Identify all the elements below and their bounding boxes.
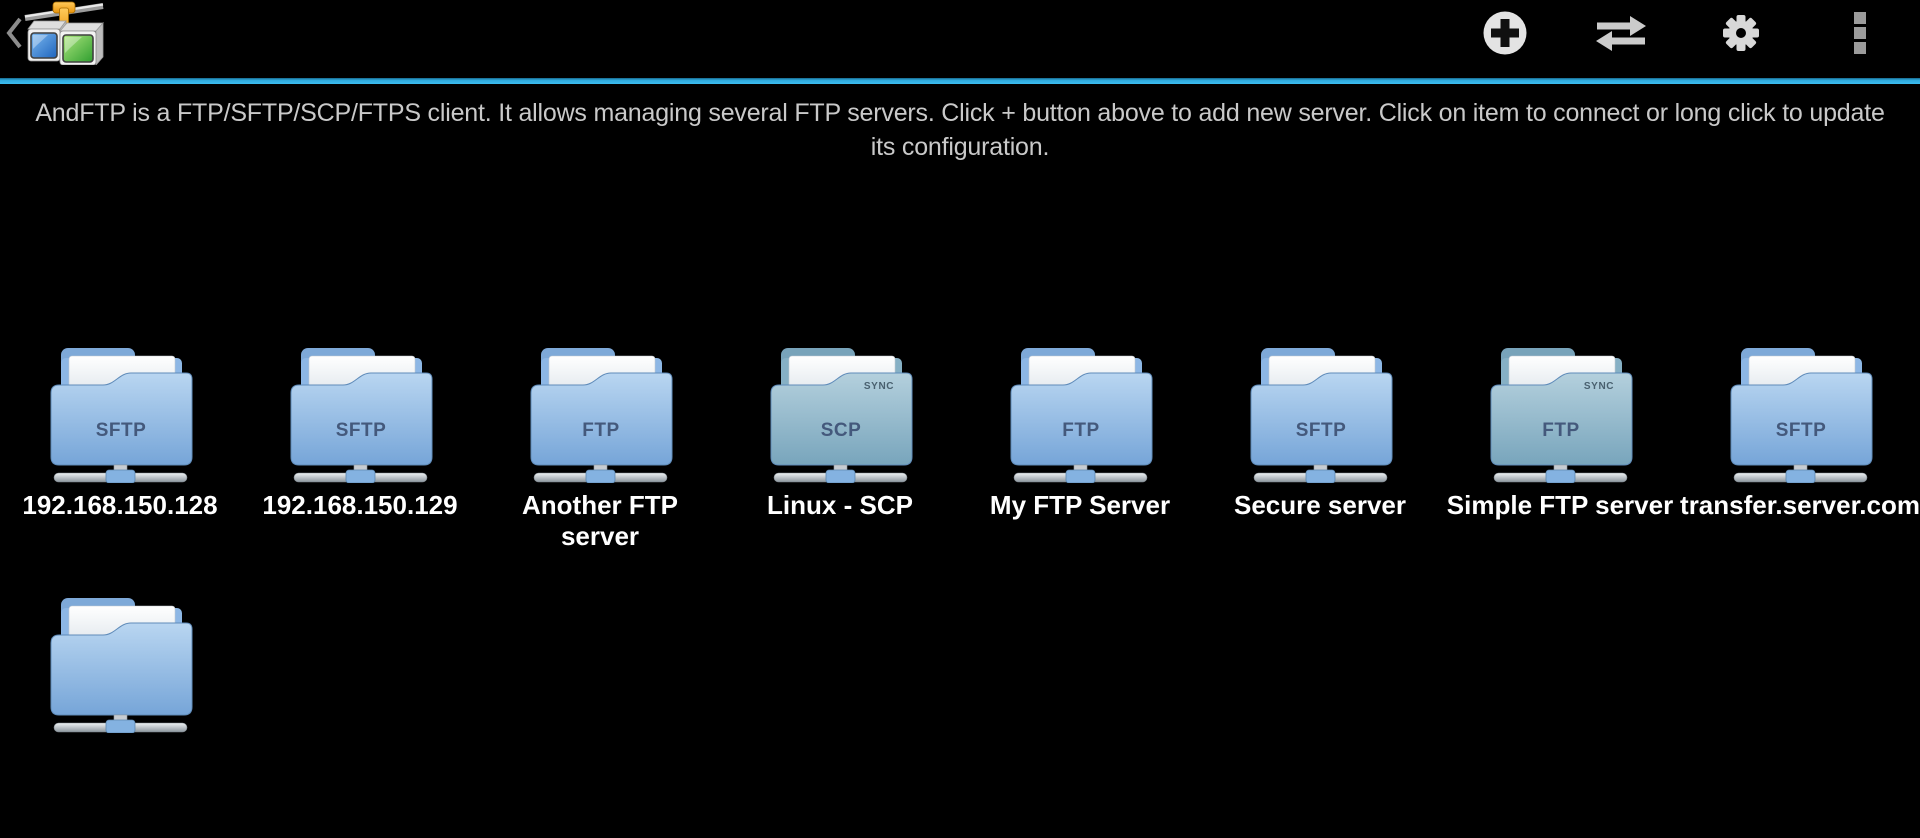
protocol-label: FTP [1542,420,1579,441]
server-folder-icon: SFTP [1250,348,1393,483]
settings-button[interactable] [1708,0,1774,66]
protocol-label: FTP [582,420,619,441]
server-label: 192.168.150.129 [262,490,458,520]
server-item[interactable]: SFTP 192.168.150.129 [240,338,480,588]
plus-circle-icon [1483,11,1527,55]
sync-badge: SYNC [864,381,894,392]
server-item[interactable]: SFTP 192.168.150.128 [0,338,240,588]
server-folder-icon: SYNC FTP [1490,348,1633,483]
transfer-button[interactable] [1588,0,1654,66]
server-label: transfer.server.com [1680,490,1920,520]
server-folder-icon: SFTP [50,348,193,483]
server-item[interactable]: FTP My FTP Server [960,338,1200,588]
sync-badge: SYNC [1584,381,1614,392]
protocol-label: SFTP [1296,420,1347,441]
protocol-label: SFTP [1776,420,1827,441]
transfer-arrows-icon [1596,16,1646,51]
server-label: Secure server [1233,490,1407,520]
overflow-menu-icon [1854,12,1866,54]
server-label: Linux - SCP [767,490,913,520]
server-label: 192.168.150.128 [22,490,218,520]
server-folder-icon [50,598,193,733]
protocol-label: SFTP [336,420,387,441]
server-label: Simple FTP server [1446,490,1674,520]
server-item[interactable]: SFTP transfer.server.com [1680,338,1920,588]
server-folder-icon: SFTP [290,348,433,483]
server-item[interactable]: SYNC FTP Simple FTP server [1440,338,1680,588]
server-folder-icon: FTP [1010,348,1153,483]
protocol-label: SCP [821,420,862,441]
overflow-menu-button[interactable] [1832,0,1888,66]
server-item[interactable]: SFTP Secure server [1200,338,1440,588]
gear-icon [1723,15,1759,51]
server-item[interactable]: SYNC SCP Linux - SCP [720,338,960,588]
protocol-label: FTP [1062,420,1099,441]
server-folder-icon: FTP [530,348,673,483]
app-description: AndFTP is a FTP/SFTP/SCP/FTPS client. It… [35,99,1885,161]
add-server-button[interactable] [1472,0,1538,66]
server-folder-icon: SFTP [1730,348,1873,483]
server-grid: SFTP 192.168.150.128 SFTP 192.168.150.12… [0,338,1920,838]
server-label: My FTP Server [989,490,1171,520]
back-chevron-icon[interactable] [4,16,26,50]
server-item[interactable]: FTP Another FTP server [480,338,720,588]
server-label: Another FTP server [522,490,678,551]
andftp-app-icon[interactable] [22,1,106,65]
server-folder-icon: SYNC SCP [770,348,913,483]
server-item[interactable] [0,588,240,838]
accent-divider [0,78,1920,84]
action-bar [0,0,1920,78]
protocol-label: SFTP [96,420,147,441]
